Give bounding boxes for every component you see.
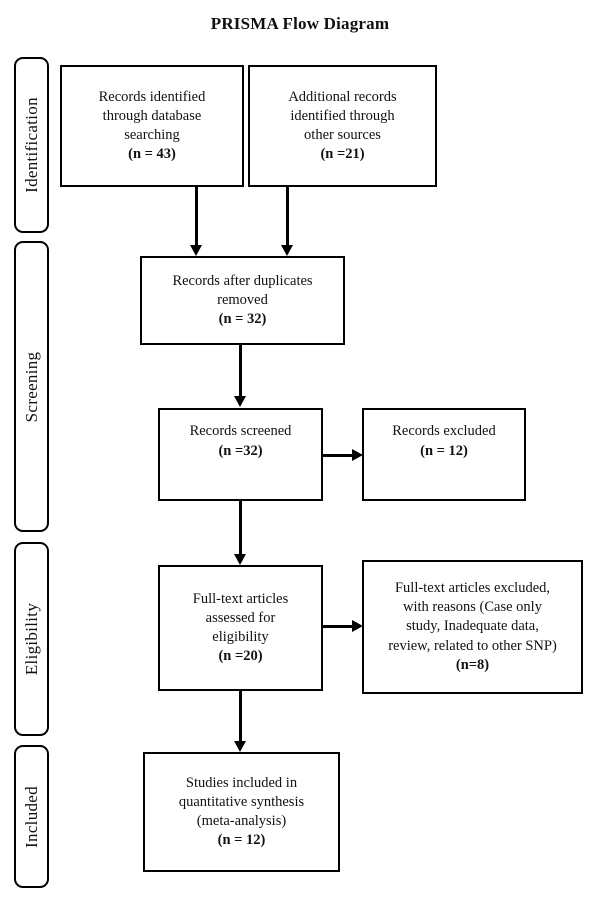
box-records-after-duplicates-removed: Records after duplicates removed (n = 32… (140, 256, 345, 345)
box-full-text-assessed: Full-text articles assessed for eligibil… (158, 565, 323, 691)
box-line: (meta-analysis) (196, 813, 287, 829)
connector-screened-to-fulltext (239, 501, 242, 556)
arrowhead-duplicates-to-screened (234, 396, 246, 407)
box-line: removed (217, 291, 268, 308)
box-line: assessed for (205, 609, 276, 626)
box-line: searching (124, 127, 180, 143)
connector-other-to-duplicates (286, 187, 289, 247)
box-line: Full-text articles excluded, (394, 580, 551, 597)
box-line: identified through (290, 107, 395, 124)
box-records-excluded: Records excluded (n = 12) (362, 408, 526, 501)
connector-fulltext-to-included (239, 691, 242, 743)
box-line: with reasons (Case only (403, 599, 542, 616)
box-line: Records identified (98, 88, 206, 105)
box-additional-records-other-sources: Additional records identified through ot… (248, 65, 437, 187)
arrowhead-other-to-duplicates (281, 245, 293, 256)
box-text: Records after duplicates removed (n = 32… (142, 272, 343, 329)
box-records-screened: Records screened (n =32) (158, 408, 323, 501)
box-count: (n = 12) (420, 442, 468, 459)
stage-label-identification: Identification (21, 97, 41, 193)
stage-screening: Screening (14, 241, 49, 532)
box-count: (n = 12) (217, 832, 266, 849)
box-count: (n =21) (320, 146, 365, 163)
box-line: eligibility (212, 629, 269, 645)
page-title: PRISMA Flow Diagram (210, 14, 390, 33)
arrowhead-db-to-duplicates (190, 245, 202, 256)
box-count: (n=8) (455, 656, 490, 673)
box-line: Records screened (189, 423, 292, 440)
box-text: Records excluded (n = 12) (364, 422, 524, 460)
box-count: (n = 43) (128, 146, 176, 163)
connector-screened-to-excluded (323, 454, 355, 457)
box-text: Records identified through database sear… (62, 88, 242, 165)
box-line: study, Inadequate data, (406, 618, 539, 635)
box-line: through database (102, 107, 202, 124)
box-line: Studies included in (185, 774, 298, 791)
arrowhead-screened-to-fulltext (234, 554, 246, 565)
arrowhead-screened-to-excluded (352, 449, 363, 461)
box-line: Full-text articles (192, 590, 289, 607)
box-studies-included: Studies included in quantitative synthes… (143, 752, 340, 872)
box-text: Full-text articles excluded, with reason… (364, 579, 581, 675)
box-text: Full-text articles assessed for eligibil… (160, 590, 321, 667)
box-count: (n =20) (218, 648, 263, 665)
box-text: Records screened (n =32) (160, 422, 321, 460)
box-line: Additional records (288, 88, 397, 105)
connector-db-to-duplicates (195, 187, 198, 247)
connector-fulltext-to-fulltext-excluded (323, 625, 355, 628)
box-text: Additional records identified through ot… (250, 88, 435, 165)
stage-eligibility: Eligibility (14, 542, 49, 736)
box-line: other sources (304, 127, 381, 143)
stage-included: Included (14, 745, 49, 888)
box-count: (n = 32) (218, 311, 267, 328)
arrowhead-fulltext-to-fulltext-excluded (352, 620, 363, 632)
box-line: quantitative synthesis (178, 793, 305, 810)
stage-identification: Identification (14, 57, 49, 233)
box-records-identified-database: Records identified through database sear… (60, 65, 244, 187)
box-text: Studies included in quantitative synthes… (145, 774, 338, 851)
box-full-text-excluded: Full-text articles excluded, with reason… (362, 560, 583, 694)
stage-label-screening: Screening (21, 351, 41, 422)
stage-label-eligibility: Eligibility (21, 602, 41, 676)
box-line: Records after duplicates (172, 272, 313, 289)
arrowhead-fulltext-to-included (234, 741, 246, 752)
stage-label-included: Included (21, 785, 41, 848)
box-line: review, related to other SNP) (388, 637, 557, 654)
box-line: Records excluded (392, 423, 496, 440)
box-count: (n =32) (218, 442, 263, 459)
connector-duplicates-to-screened (239, 345, 242, 398)
